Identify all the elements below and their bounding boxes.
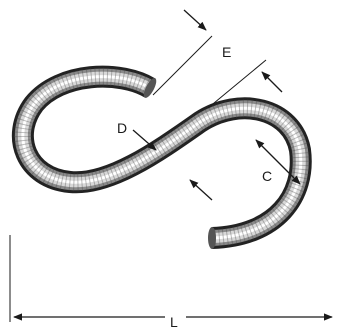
dimension-d-arrow-top xyxy=(132,129,157,151)
dimension-c: C xyxy=(255,139,301,185)
dimension-c-label: C xyxy=(262,168,272,184)
hook-end-top xyxy=(143,78,157,98)
dimension-e-arrow-top xyxy=(183,9,207,31)
dimension-l-label: L xyxy=(170,314,178,329)
dimension-e: E xyxy=(152,9,283,109)
dimension-e-extension-left xyxy=(152,35,213,96)
dimension-c-arrow xyxy=(255,139,301,185)
dimension-e-extension-right xyxy=(207,59,267,109)
dimension-d: D xyxy=(117,120,213,201)
dimension-l: L xyxy=(9,235,333,329)
dimension-d-label: D xyxy=(117,120,127,136)
dimension-d-arrow-bottom xyxy=(189,179,213,201)
dimension-e-label: E xyxy=(222,44,231,60)
s-hook xyxy=(11,65,312,249)
dimension-e-arrow-bottom xyxy=(261,71,283,93)
hook-end-bottom xyxy=(208,227,216,249)
